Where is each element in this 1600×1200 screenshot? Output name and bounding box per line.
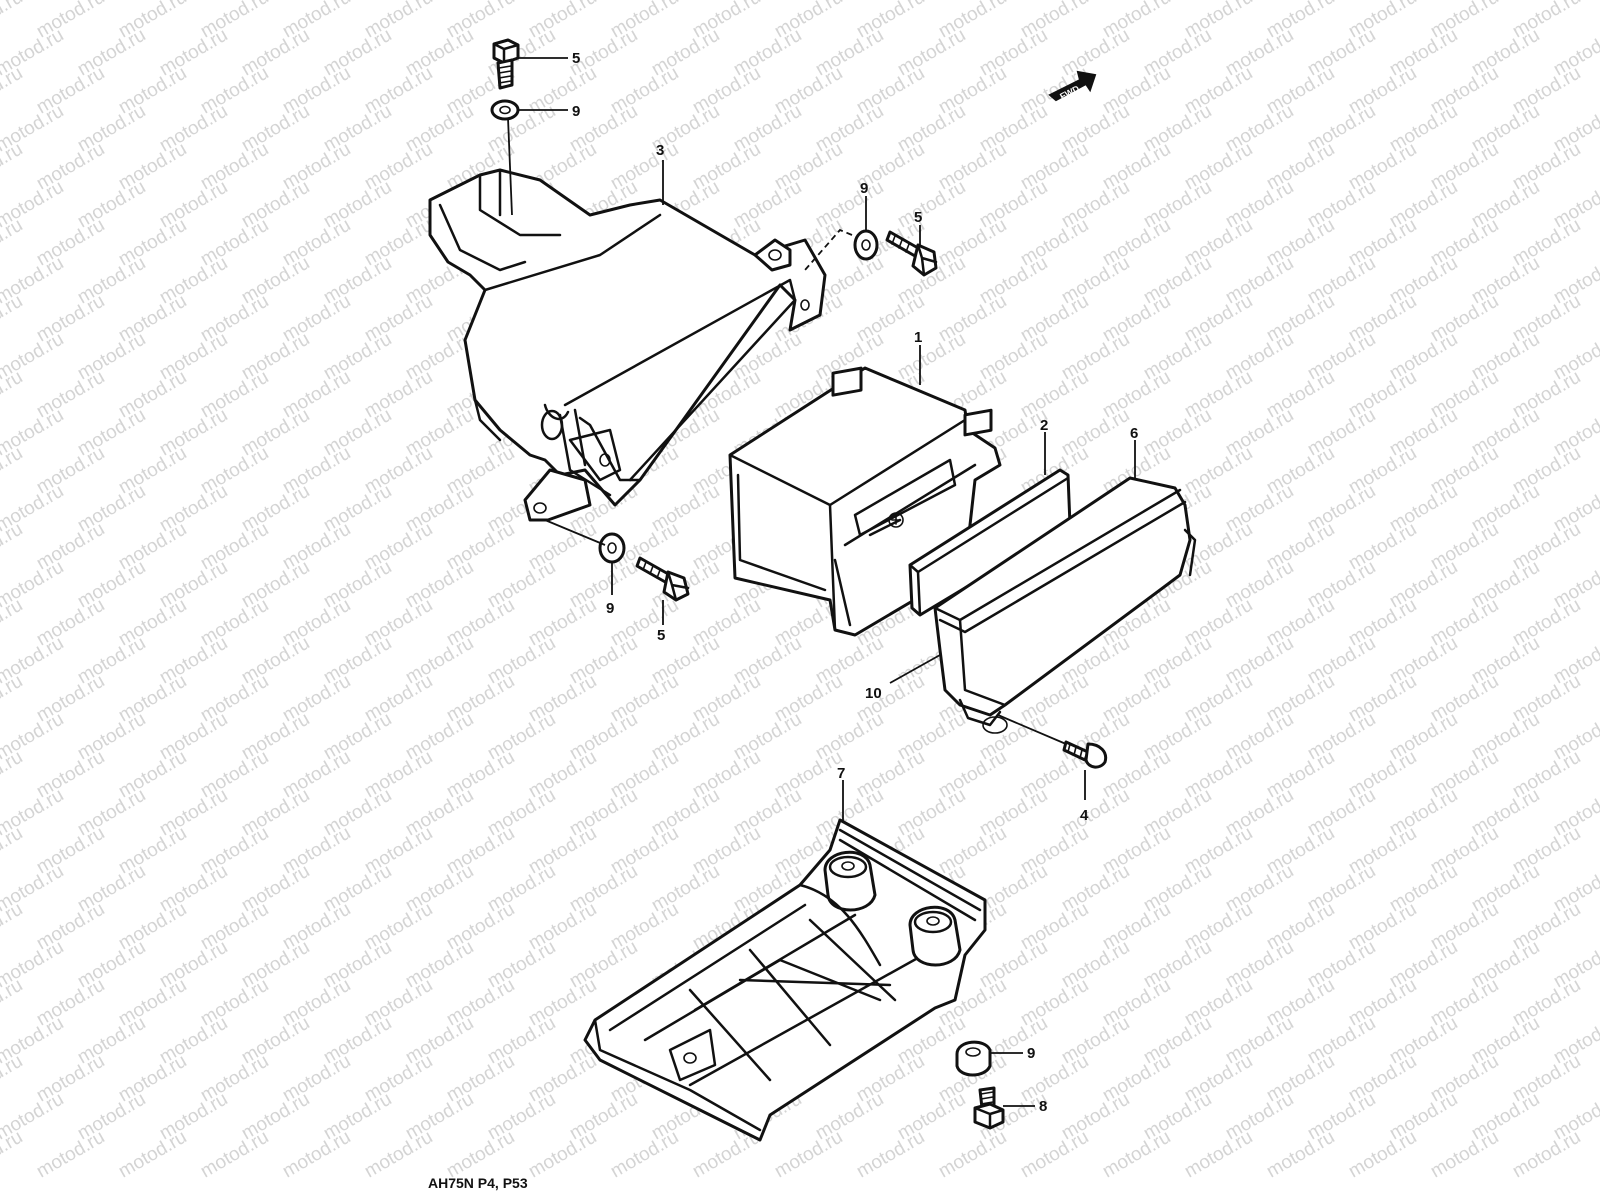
forward-direction-indicator: FWD xyxy=(1048,70,1097,102)
watermark-text: motod.ru xyxy=(443,1127,518,1183)
watermark-text: motod.ru xyxy=(0,63,26,119)
watermark-text: motod.ru xyxy=(1509,1127,1584,1183)
watermark-text: motod.ru xyxy=(1345,1127,1420,1183)
watermark-text: motod.ru xyxy=(1017,1127,1092,1183)
callout-6: 6 xyxy=(1130,425,1138,442)
watermark-text: motod.ru xyxy=(0,671,26,727)
watermark-text: motod.ru xyxy=(0,747,26,803)
watermark-text: motod.ru xyxy=(525,1127,600,1183)
callout-7: 7 xyxy=(837,765,845,782)
watermark-text: motod.ru xyxy=(853,1127,928,1183)
watermark-text: motod.ru xyxy=(197,1127,272,1183)
callout-9: 9 xyxy=(1027,1045,1035,1062)
callout-3: 3 xyxy=(656,142,664,159)
watermark-text: motod.ru xyxy=(0,975,26,1031)
watermark-text: motod.ru xyxy=(0,0,26,42)
watermark-text: motod.ru xyxy=(1263,1127,1338,1183)
diagram-code-label: AH75N P4, P53 xyxy=(428,1175,528,1191)
watermark-text: motod.ru xyxy=(361,1127,436,1183)
watermark-text: motod.ru xyxy=(771,1127,846,1183)
watermark-text: motod.ru xyxy=(0,595,26,651)
watermark-text: motod.ru xyxy=(0,443,26,499)
callout-4: 4 xyxy=(1080,807,1089,824)
watermark-text: motod.ru xyxy=(0,1051,26,1107)
washer-bottom-part-9[interactable] xyxy=(955,1040,992,1077)
screw-part-4[interactable] xyxy=(1062,740,1108,769)
callout-1: 1 xyxy=(914,329,922,346)
watermark-text: motod.ru xyxy=(0,823,26,879)
watermark-text: motod.ru xyxy=(935,1127,1010,1183)
watermark-text: motod.ru xyxy=(115,1127,190,1183)
bolt-right-part-5[interactable] xyxy=(885,230,938,277)
bolt-bottom-part-8[interactable] xyxy=(973,1086,1005,1130)
watermark-text: motod.ru xyxy=(1427,1127,1502,1183)
watermark-text: motod.ru xyxy=(33,1127,108,1183)
watermark-text: motod.ru xyxy=(1099,1127,1174,1183)
watermark-text: motod.ru xyxy=(0,367,26,423)
cover-part-6[interactable] xyxy=(933,476,1197,734)
washer-right-part-9[interactable] xyxy=(853,229,879,261)
callout-labels: 5 9 3 9 5 1 2 6 9 5 10 4 7 9 8 xyxy=(572,50,1138,1115)
bolt-left-part-5[interactable] xyxy=(635,556,690,602)
watermark-text: motod.ru xyxy=(1181,1127,1256,1183)
watermark-text: motod.ru xyxy=(279,1127,354,1183)
callout-10: 10 xyxy=(865,685,882,702)
watermark-text: motod.ru xyxy=(607,1127,682,1183)
leader-lines xyxy=(518,57,1136,1107)
battery-case-part-3[interactable] xyxy=(428,168,827,522)
callout-5: 5 xyxy=(657,627,665,644)
watermark-text: motod.ru xyxy=(0,139,26,195)
callout-9: 9 xyxy=(860,180,868,197)
washer-top-part-9[interactable] xyxy=(490,99,520,216)
watermark-text: motod.ru xyxy=(0,519,26,575)
watermark-text: motod.ru xyxy=(0,215,26,271)
watermark-text: motod.ru xyxy=(0,1127,26,1183)
callout-9: 9 xyxy=(572,103,580,120)
watermark-text: motod.ru xyxy=(0,291,26,347)
callout-8: 8 xyxy=(1039,1098,1047,1115)
callout-5: 5 xyxy=(572,50,580,67)
watermark-text: motod.ru xyxy=(0,899,26,955)
callout-9: 9 xyxy=(606,600,614,617)
tray-part-7[interactable] xyxy=(583,818,987,1142)
callout-2: 2 xyxy=(1040,417,1048,434)
callout-5: 5 xyxy=(914,209,922,226)
washer-left-part-9[interactable] xyxy=(598,532,626,564)
